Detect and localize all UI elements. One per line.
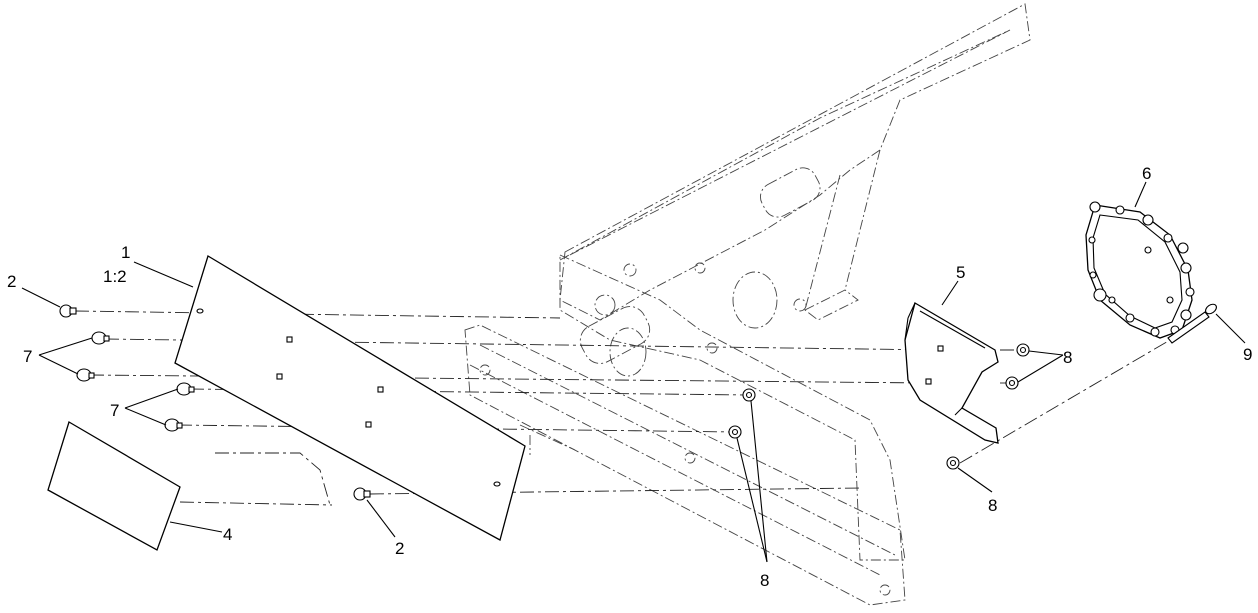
callout-7-upper: 7: [23, 347, 32, 366]
callout-labels: 1 1:2 2 2 4 5 6 7 7 8 8 8 9: [7, 164, 1252, 590]
callout-5: 5: [956, 263, 965, 282]
frame-phantom: [464, 3, 1031, 606]
callout-9: 9: [1243, 345, 1252, 364]
callout-4: 4: [223, 525, 232, 544]
part-1-plate: [174, 255, 526, 541]
part-5-bracket: [904, 302, 999, 444]
part-9-bolt: [1167, 303, 1217, 344]
part-6-cover: [1085, 201, 1195, 339]
callout-2-bottom: 2: [395, 539, 404, 558]
callout-6: 6: [1142, 164, 1151, 183]
part-7-bumpers: [76, 331, 195, 432]
callout-2-top: 2: [7, 272, 16, 291]
part-4-panel: [47, 421, 181, 551]
callout-8-center: 8: [760, 571, 769, 590]
leader-lines: [21, 181, 1246, 563]
part-2-bolt-bottom: [353, 487, 371, 501]
callout-7-lower: 7: [110, 401, 119, 420]
callout-1: 1: [121, 243, 130, 262]
part-8-nuts: [728, 343, 1030, 470]
callout-8-right: 8: [1063, 348, 1072, 367]
part-2-bolt-top: [59, 304, 77, 318]
callout-8-bottom-right: 8: [988, 496, 997, 515]
callout-1-scale: 1:2: [103, 267, 127, 286]
